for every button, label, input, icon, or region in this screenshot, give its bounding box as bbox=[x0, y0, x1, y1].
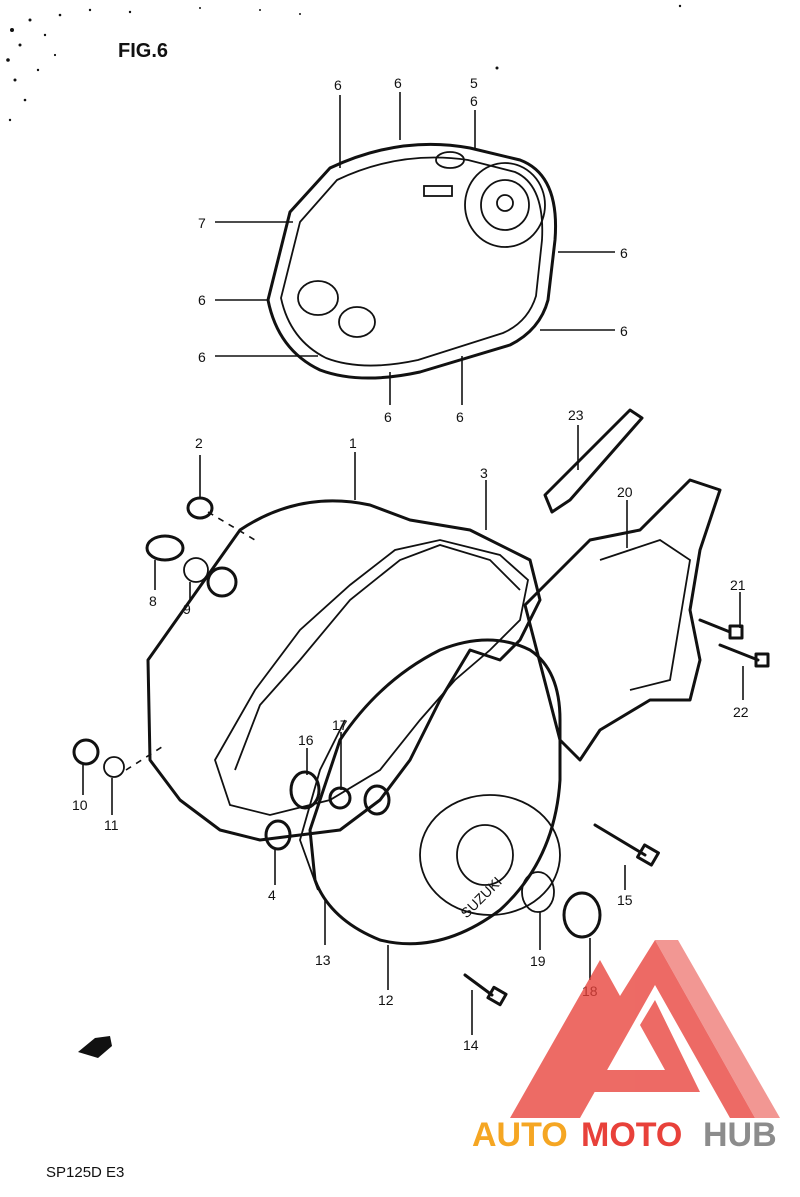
brand-triangle-logo bbox=[510, 940, 755, 1118]
brand-moto: MOTO bbox=[581, 1116, 682, 1154]
callout-4: 4 bbox=[268, 887, 276, 903]
callout-19: 19 bbox=[530, 953, 546, 969]
callout-13: 13 bbox=[315, 952, 331, 968]
callout-2: 2 bbox=[195, 435, 203, 451]
callout-6: 6 bbox=[456, 409, 464, 425]
scan-noise bbox=[6, 4, 682, 122]
callout-20: 20 bbox=[617, 484, 633, 500]
callout-1: 1 bbox=[349, 435, 357, 451]
figure-label: FIG.6 bbox=[118, 40, 168, 62]
callout-3: 3 bbox=[480, 465, 488, 481]
callout-6: 6 bbox=[334, 77, 342, 93]
callout-9: 9 bbox=[183, 601, 191, 617]
callout-leaders bbox=[82, 92, 744, 1035]
callout-17: 17 bbox=[332, 717, 348, 733]
callout-5: 5 bbox=[470, 75, 478, 91]
callout-14: 14 bbox=[463, 1037, 479, 1053]
brand-watermark bbox=[510, 940, 780, 1118]
callout-6: 6 bbox=[198, 292, 206, 308]
clutch-cover-gasket bbox=[266, 142, 558, 380]
callout-6: 6 bbox=[470, 93, 478, 109]
brand-hub: HUB bbox=[703, 1116, 777, 1154]
brand-auto: AUTO bbox=[472, 1116, 568, 1154]
model-code: SP125D E3 bbox=[46, 1164, 124, 1181]
callout-labels: 6 6 5 6 7 6 6 6 6 6 6 23 2 1 3 20 8 9 21… bbox=[72, 75, 749, 1053]
brand-wordmark: AUTO MOTO HUB bbox=[472, 1116, 777, 1154]
callout-6: 6 bbox=[620, 245, 628, 261]
callout-6: 6 bbox=[394, 75, 402, 91]
callout-6: 6 bbox=[198, 349, 206, 365]
callout-21: 21 bbox=[730, 577, 746, 593]
callout-12: 12 bbox=[378, 992, 394, 1008]
callout-22: 22 bbox=[733, 704, 749, 720]
callout-23: 23 bbox=[568, 407, 584, 423]
crankcase-cover-assembly: SUZUKI bbox=[72, 408, 770, 1007]
callout-6: 6 bbox=[620, 323, 628, 339]
callout-6: 6 bbox=[384, 409, 392, 425]
callout-7: 7 bbox=[198, 215, 206, 231]
front-arrow-icon bbox=[78, 1036, 112, 1058]
callout-16: 16 bbox=[298, 732, 314, 748]
callout-10: 10 bbox=[72, 797, 88, 813]
callout-11: 11 bbox=[104, 817, 119, 833]
callout-15: 15 bbox=[617, 892, 633, 908]
callout-8: 8 bbox=[149, 593, 157, 609]
